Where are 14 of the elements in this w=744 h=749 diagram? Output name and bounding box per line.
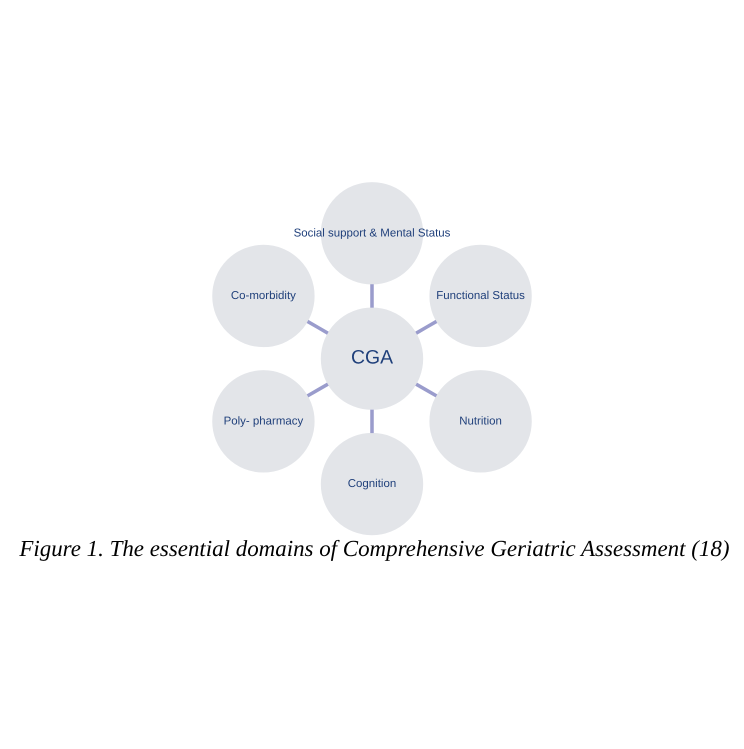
node-circle: Functional Status [429,244,532,347]
node-circle: Poly- pharmacy [212,370,315,472]
connector [370,284,374,308]
caption: Figure 1. The essential domains of Comprehensive Geriatric Assessment (18) [19,535,730,560]
connector [306,319,329,334]
node-circle: Co-morbidity [212,244,315,347]
node-circle: Nutrition [429,370,532,472]
node-label: Social support & Mental Status [294,226,450,239]
connector [415,319,438,334]
node-circle: Cognition [320,432,424,535]
connector [306,382,329,397]
node-circle: CGA [320,306,424,410]
connector [415,382,438,397]
connector [370,409,374,433]
